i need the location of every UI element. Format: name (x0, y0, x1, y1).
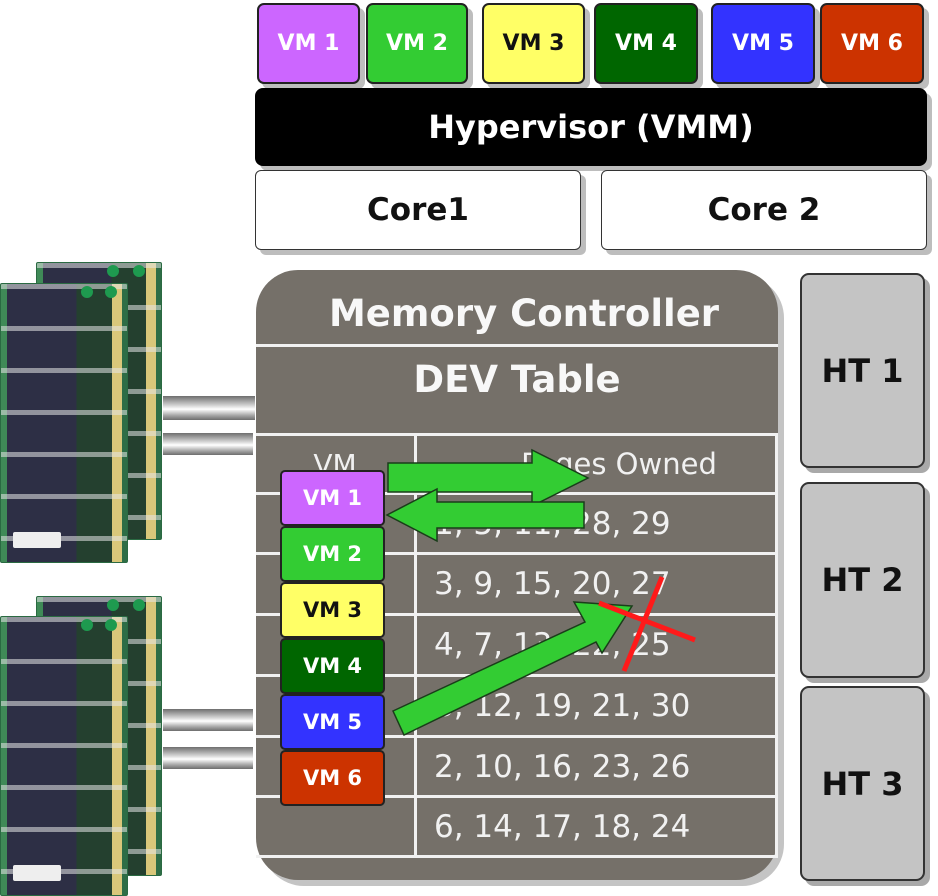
arrow-left-icon (385, 487, 585, 543)
core-box-2: Core 2 (601, 170, 927, 250)
arrow-right-icon (387, 448, 590, 508)
ht-link-2: HT 2 (800, 482, 925, 678)
table-right-border (775, 433, 778, 858)
side-vm-box-5[interactable]: VM 5 (280, 694, 385, 750)
memory-bus-pipe (163, 396, 255, 420)
vm-box-3[interactable]: VM 3 (482, 3, 585, 84)
vm-box-4[interactable]: VM 4 (594, 3, 698, 84)
vm-box-2[interactable]: VM 2 (366, 3, 468, 84)
deny-x-icon (621, 576, 665, 672)
core-label: Core1 (367, 192, 469, 228)
vm-label: VM 4 (615, 31, 677, 56)
ram-module-icon (0, 283, 128, 563)
deny-x-icon (598, 600, 696, 643)
vm-box-5[interactable]: VM 5 (711, 3, 815, 84)
table-row-pages: 6, 14, 17, 18, 24 (434, 808, 691, 845)
table-divider (256, 795, 778, 798)
memory-controller-title: Memory Controller (328, 291, 720, 335)
memory-bus-pipe (163, 709, 253, 731)
ht-label: HT 1 (821, 351, 904, 390)
divider (256, 344, 778, 347)
ht-label: HT 3 (821, 764, 904, 803)
vm-label: VM 1 (302, 486, 363, 510)
side-vm-box-1[interactable]: VM 1 (280, 470, 385, 526)
vm-label: VM 5 (732, 31, 794, 56)
table-column-divider (414, 433, 417, 858)
vm-label: VM 2 (302, 542, 363, 566)
core-label: Core 2 (707, 192, 821, 228)
vm-label: VM 1 (277, 31, 340, 56)
vm-label: VM 6 (841, 31, 903, 56)
side-vm-box-2[interactable]: VM 2 (280, 526, 385, 582)
ht-link-3: HT 3 (800, 686, 925, 881)
arrow-diagonal-icon (392, 601, 634, 737)
vm-label: VM 3 (302, 598, 363, 622)
table-divider (256, 492, 778, 495)
table-divider (256, 433, 778, 436)
ram-module-icon (0, 616, 128, 896)
side-vm-box-3[interactable]: VM 3 (280, 582, 385, 638)
table-row-pages: 2, 10, 16, 23, 26 (434, 748, 691, 785)
vm-box-1[interactable]: VM 1 (257, 3, 360, 84)
table-divider (256, 613, 778, 616)
hypervisor-bar: Hypervisor (VMM) (255, 88, 927, 166)
ht-link-1: HT 1 (800, 273, 925, 468)
vm-label: VM 2 (386, 31, 448, 56)
memory-bus-pipe (163, 433, 253, 455)
hypervisor-label: Hypervisor (VMM) (428, 108, 754, 146)
dev-table-title: DEV Table (413, 357, 621, 401)
core-box-1: Core1 (255, 170, 581, 250)
vm-label: VM 3 (502, 31, 565, 56)
vm-label: VM 5 (302, 710, 363, 734)
vm-box-6[interactable]: VM 6 (820, 3, 924, 84)
table-divider (256, 552, 778, 555)
vm-label: VM 4 (302, 654, 363, 678)
table-divider (256, 855, 778, 858)
table-row-pages: 3, 9, 15, 20, 27 (434, 566, 671, 602)
vm-label: VM 6 (302, 766, 363, 790)
side-vm-box-4[interactable]: VM 4 (280, 638, 385, 694)
side-vm-box-6[interactable]: VM 6 (280, 750, 385, 806)
memory-bus-pipe (163, 747, 253, 769)
ht-label: HT 2 (821, 561, 904, 599)
table-divider (256, 735, 778, 738)
